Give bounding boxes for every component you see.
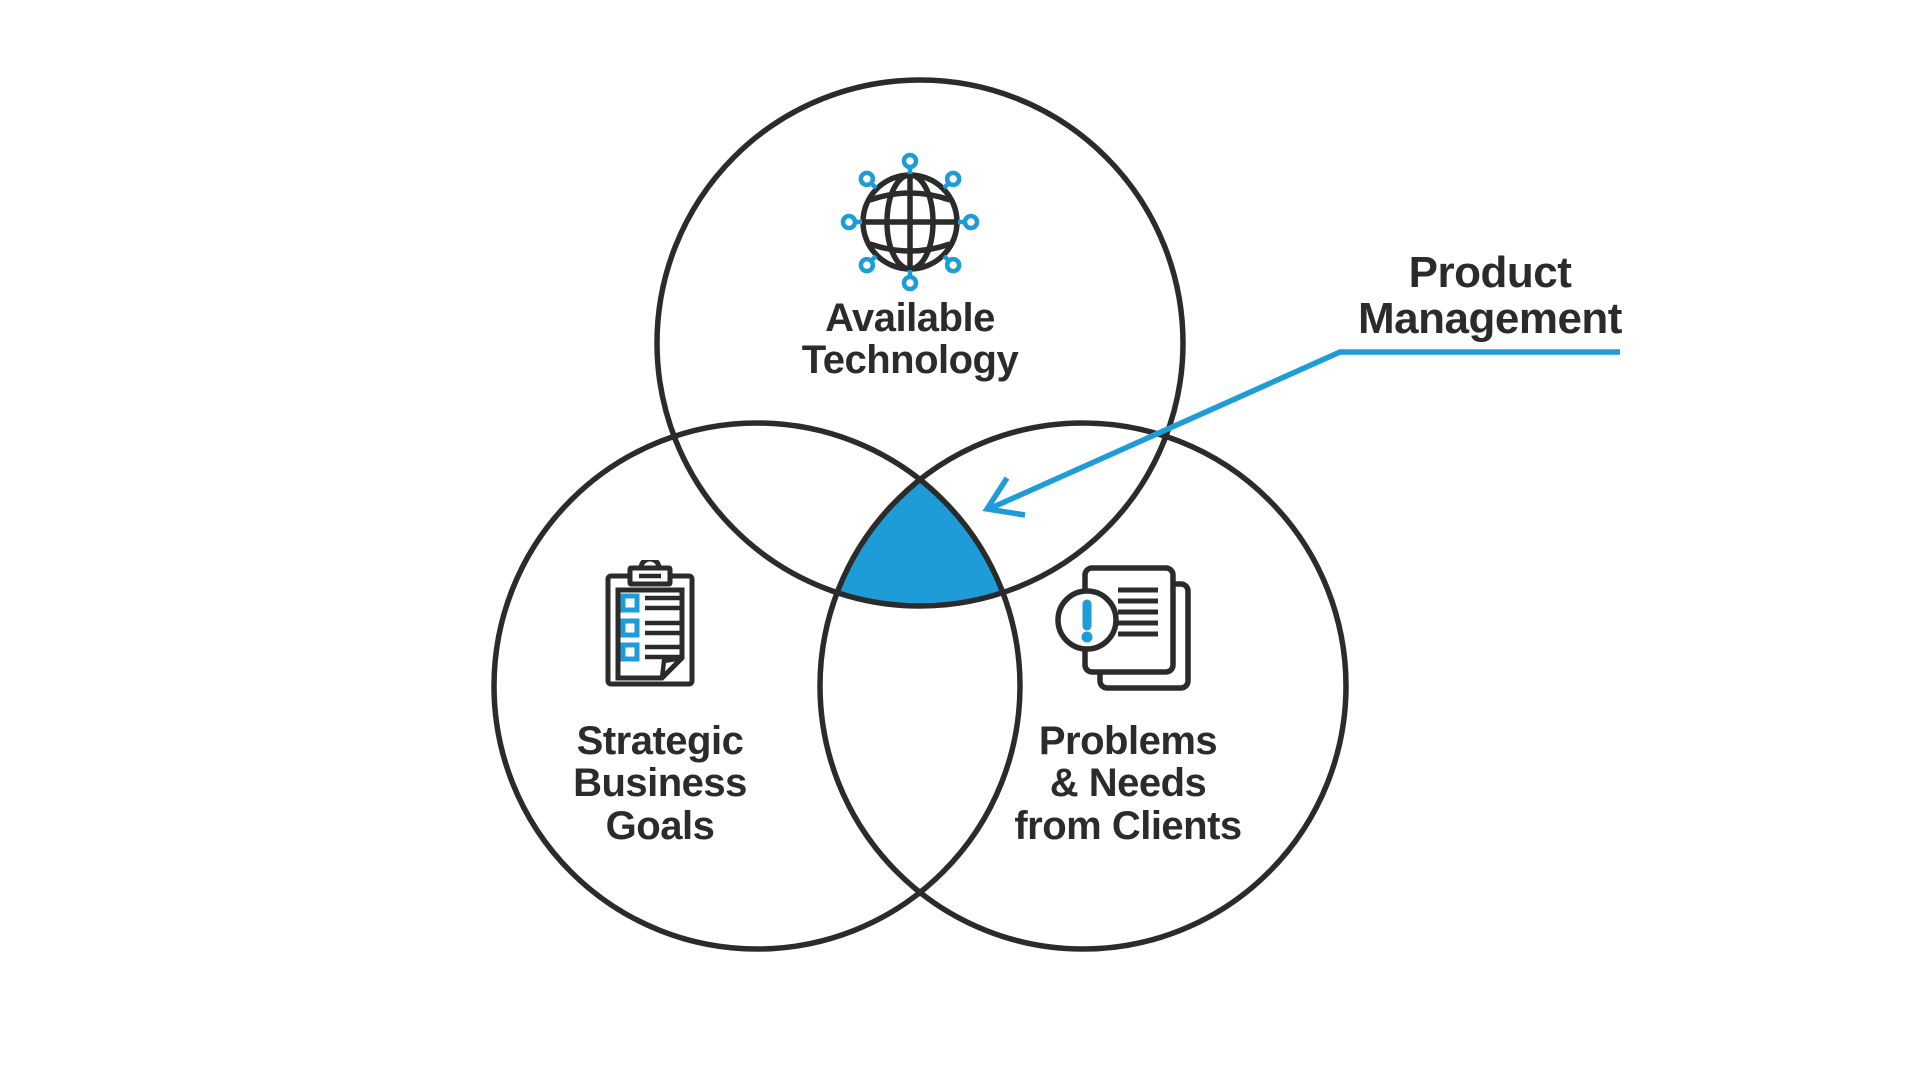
clipboard-checklist-icon: [605, 560, 695, 687]
globe-network-icon: [840, 152, 980, 292]
label-line: Strategic: [576, 719, 744, 763]
label-line: & Needs: [1049, 761, 1207, 806]
label-line: Management: [1358, 294, 1622, 344]
label-line: Problems: [1038, 719, 1218, 763]
label-available-technology: Available Technology: [735, 297, 1085, 382]
annotation-leader-line: [989, 349, 1620, 511]
label-line: Goals: [605, 803, 715, 848]
label-line: Business: [573, 761, 747, 806]
label-line: Available: [825, 296, 995, 340]
label-problems-needs-from-clients: Problems & Needs from Clients: [953, 719, 1303, 848]
label-line: Product: [1408, 248, 1572, 297]
label-product-management: Product Management: [1315, 248, 1665, 344]
documents-alert-icon: [1055, 565, 1191, 691]
arrow-icon: [982, 476, 1026, 518]
label-line: from Clients: [1014, 803, 1242, 848]
circle-problems-needs-from-clients: [817, 420, 1349, 952]
label-strategic-business-goals: Strategic Business Goals: [485, 719, 835, 848]
center-overlap-highlight: [820, 423, 1020, 606]
label-line: Technology: [801, 338, 1019, 383]
circle-strategic-business-goals: [491, 420, 1023, 952]
circle-available-technology: [654, 77, 1186, 609]
